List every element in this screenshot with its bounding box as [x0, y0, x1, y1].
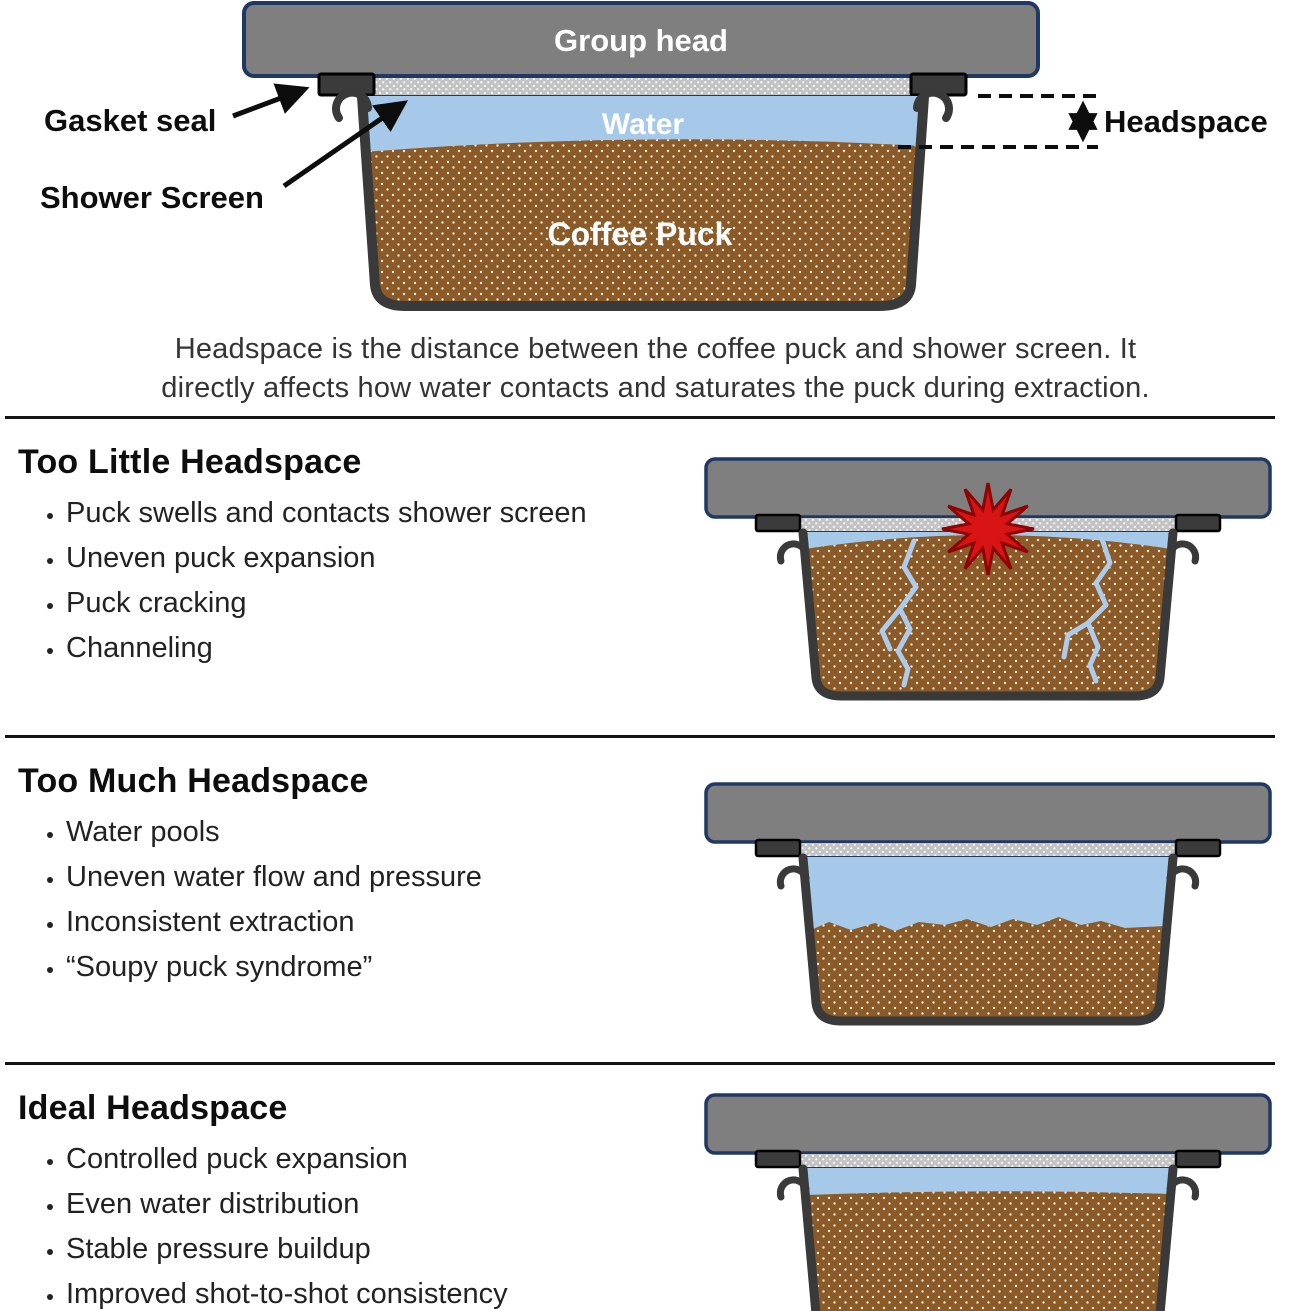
gasket-seal-right — [1174, 513, 1222, 533]
gasket-seal-label: Gasket seal — [44, 103, 216, 138]
group-head-label: Group head — [554, 23, 728, 58]
bullet-list: Controlled puck expansion Even water dis… — [18, 1143, 678, 1311]
section-ideal: Ideal Headspace Controlled puck expansio… — [0, 1065, 1311, 1311]
basket-ear-right — [1166, 1176, 1200, 1201]
basket-ear-right — [913, 88, 953, 122]
gasket-seal-left — [754, 513, 802, 533]
bullet-item: Channeling — [66, 632, 678, 665]
coffee-puck — [364, 139, 921, 303]
intro-line-2: directly affects how water contacts and … — [161, 371, 1150, 404]
section-divider — [5, 416, 1275, 420]
basket-ear-left — [776, 865, 810, 890]
bullet-item: Inconsistent extraction — [66, 906, 678, 939]
contact-burst-icon — [941, 482, 1035, 576]
bullet-item: Puck cracking — [66, 587, 678, 620]
ideal-diagram — [704, 1093, 1272, 1311]
bullet-item: Improved shot-to-shot consistency — [66, 1278, 678, 1311]
section-ideal-text: Ideal Headspace Controlled puck expansio… — [0, 1065, 678, 1311]
section-divider — [5, 1062, 1275, 1066]
basket-wall — [798, 853, 1178, 1026]
section-title: Too Little Headspace — [18, 443, 362, 482]
crack-line-right — [1085, 536, 1113, 684]
shower-screen — [373, 76, 912, 97]
gasket-seal-left — [754, 1149, 802, 1169]
intro-caption: Headspace is the distance between the co… — [0, 330, 1311, 407]
bullet-item: “Soupy puck syndrome” — [66, 951, 678, 984]
group-head — [704, 1093, 1272, 1155]
section-title: Too Much Headspace — [18, 762, 369, 801]
section-divider — [5, 735, 1275, 739]
shower-screen-label: Shower Screen — [40, 180, 264, 215]
section-too-much: Too Much Headspace Water pools Uneven wa… — [0, 738, 1311, 1053]
bullet-item: Puck swells and contacts shower screen — [66, 497, 678, 530]
gasket-seal-right — [1174, 1149, 1222, 1169]
main-headspace-diagram: Group head Water Coffee Puck Gasket seal… — [40, 1, 1268, 311]
basket-wall — [798, 528, 1178, 701]
section-too-much-text: Too Much Headspace Water pools Uneven wa… — [0, 738, 678, 1053]
section-too-little: Too Little Headspace Puck swells and con… — [0, 419, 1311, 726]
section-title: Ideal Headspace — [18, 1089, 288, 1128]
shower-screen-arrow — [282, 100, 409, 189]
bullet-item: Water pools — [66, 816, 678, 849]
crack-line-left — [895, 538, 919, 688]
bullet-item: Uneven puck expansion — [66, 542, 678, 575]
headspace-label: Headspace — [1104, 104, 1268, 139]
bullet-item: Stable pressure buildup — [66, 1233, 678, 1266]
coffee-puck-even — [806, 1191, 1170, 1311]
intro-line-1: Headspace is the distance between the co… — [174, 333, 1137, 365]
section-ideal-figure — [678, 1065, 1311, 1311]
crack-branch-left — [879, 606, 903, 652]
coffee-puck-uneven — [811, 917, 1165, 1019]
gasket-seal-right — [1174, 838, 1222, 858]
water-label: Water — [602, 108, 685, 141]
bullet-item: Even water distribution — [66, 1188, 678, 1221]
group-head — [704, 782, 1272, 844]
shower-screen — [799, 1152, 1177, 1170]
coffee-puck-label: Coffee Puck — [548, 216, 733, 252]
bullet-item: Controlled puck expansion — [66, 1143, 678, 1176]
basket-ear-left — [332, 88, 372, 122]
too-much-diagram — [704, 782, 1272, 1026]
basket-ear-right — [1166, 540, 1200, 565]
gasket-seal-arrow — [232, 83, 310, 119]
bullet-list: Puck swells and contacts shower screen U… — [18, 497, 678, 665]
basket-ear-left — [776, 1176, 810, 1201]
section-too-little-text: Too Little Headspace Puck swells and con… — [0, 419, 678, 726]
section-too-much-figure — [678, 738, 1311, 1053]
basket-ear-left — [776, 540, 810, 565]
section-too-little-figure — [678, 419, 1311, 726]
gasket-seal-left — [754, 838, 802, 858]
bullet-item: Uneven water flow and pressure — [66, 861, 678, 894]
crack-branch-right — [1061, 620, 1091, 660]
too-little-diagram — [704, 457, 1272, 701]
basket-ear-right — [1166, 865, 1200, 890]
basket-wall — [357, 92, 929, 311]
bullet-list: Water pools Uneven water flow and pressu… — [18, 816, 678, 984]
shower-screen — [799, 841, 1177, 859]
swollen-coffee-puck — [805, 535, 1171, 694]
